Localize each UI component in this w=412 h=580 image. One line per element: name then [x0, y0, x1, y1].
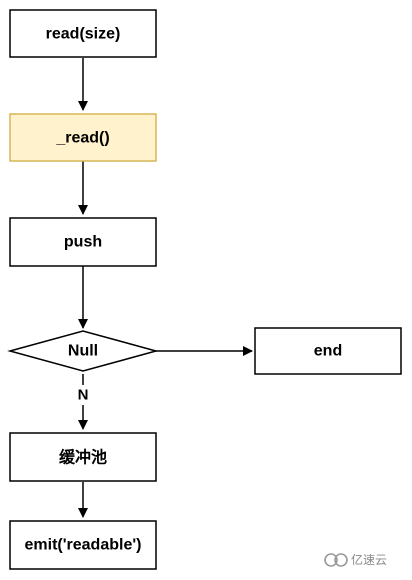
node-read-size-label: read(size) — [46, 26, 121, 43]
watermark: 亿速云 — [324, 552, 387, 567]
node-emit-readable: emit('readable') — [9, 520, 157, 570]
edge-label-bg — [74, 385, 92, 405]
node-read-internal: _read() — [9, 113, 157, 162]
cloud-logo-icon — [324, 553, 348, 567]
node-read-internal-label: _read() — [55, 130, 109, 147]
edge-label-no: N — [78, 387, 89, 404]
node-null-label: Null — [68, 343, 98, 360]
node-end: end — [254, 327, 402, 375]
watermark-text: 亿速云 — [351, 552, 387, 567]
node-buffer-pool: 缓冲池 — [9, 432, 157, 482]
node-read-size: read(size) — [9, 9, 157, 58]
node-push-label: push — [64, 234, 102, 251]
node-end-label: end — [314, 343, 342, 360]
node-emit-readable-label: emit('readable') — [25, 537, 142, 554]
node-push: push — [9, 217, 157, 267]
node-buffer-pool-label: 缓冲池 — [58, 448, 107, 467]
node-null-decision: Null — [7, 330, 159, 372]
